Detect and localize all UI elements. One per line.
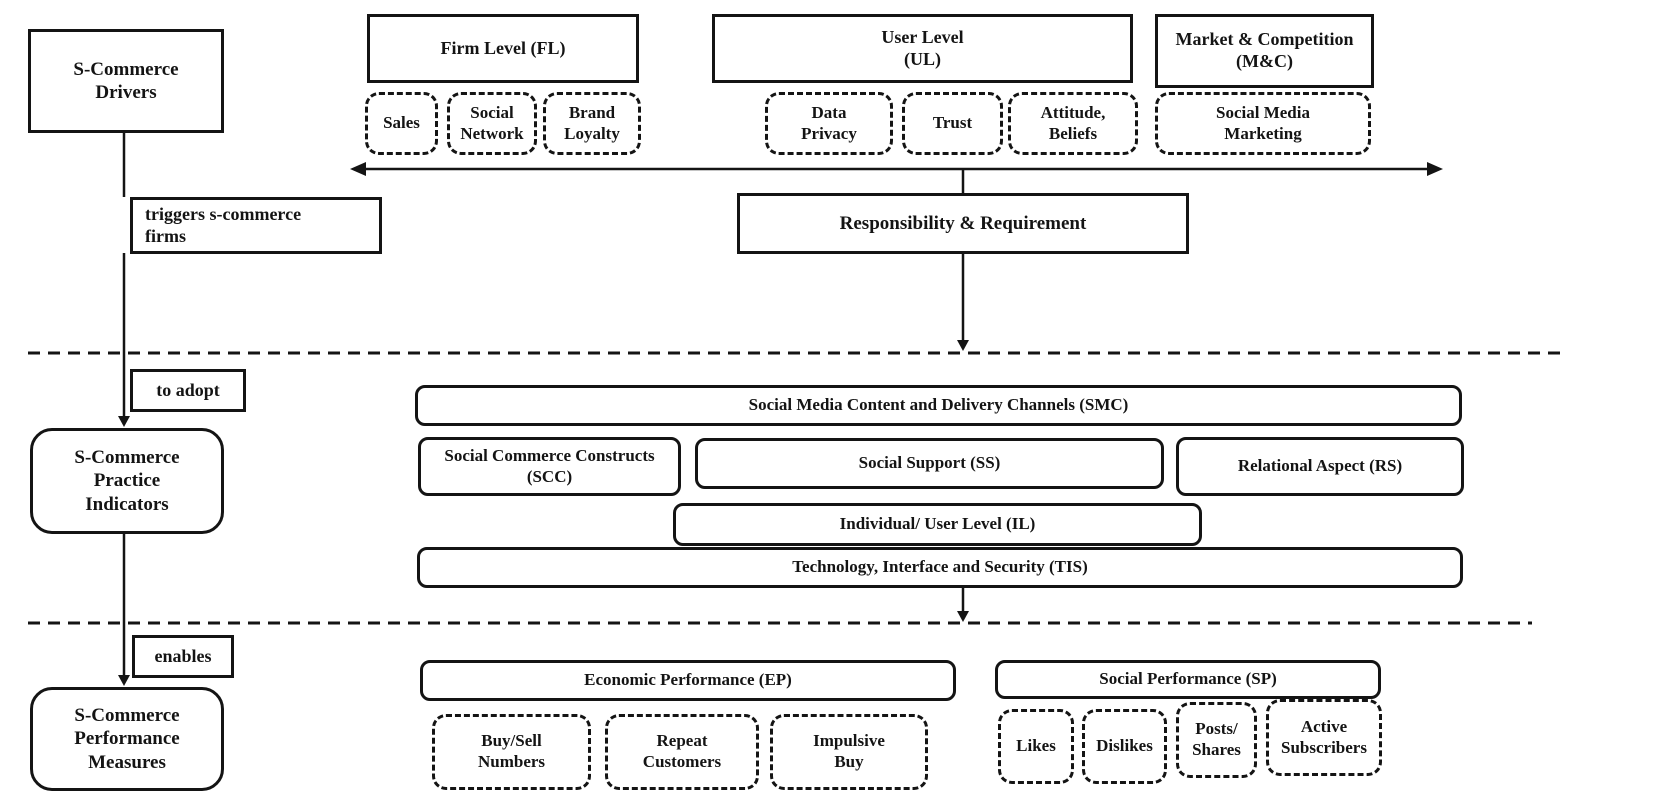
- buy-sell-numbers-item: Buy/Sell Numbers: [432, 714, 591, 790]
- social-support-box: Social Support (SS): [695, 438, 1164, 489]
- to-adopt-box: to adopt: [130, 369, 246, 412]
- s-commerce-practice-indicators-box: S-Commerce Practice Indicators: [30, 428, 224, 534]
- s-commerce-performance-measures-box: S-Commerce Performance Measures: [30, 687, 224, 791]
- dislikes-item: Dislikes: [1082, 709, 1167, 784]
- s-commerce-drivers-box: S-Commerce Drivers: [28, 29, 224, 133]
- triggers-s-commerce-firms-box: triggers s-commerce firms: [130, 197, 382, 254]
- brand-loyalty-item: Brand Loyalty: [543, 92, 641, 155]
- user-level-box: User Level (UL): [712, 14, 1133, 83]
- impulsive-buy-item: Impulsive Buy: [770, 714, 928, 790]
- arrowhead-left: [350, 162, 366, 176]
- sales-item: Sales: [365, 92, 438, 155]
- repeat-customers-item: Repeat Customers: [605, 714, 759, 790]
- economic-performance-box: Economic Performance (EP): [420, 660, 956, 701]
- trust-item: Trust: [902, 92, 1003, 155]
- posts-shares-item: Posts/ Shares: [1176, 702, 1257, 778]
- attitude-beliefs-item: Attitude, Beliefs: [1008, 92, 1138, 155]
- smc-box: Social Media Content and Delivery Channe…: [415, 385, 1462, 426]
- arrowhead-down: [957, 611, 969, 622]
- arrowhead-down: [118, 416, 130, 427]
- likes-item: Likes: [998, 709, 1074, 784]
- market-competition-box: Market & Competition (M&C): [1155, 14, 1374, 88]
- arrowhead-right: [1427, 162, 1443, 176]
- arrowhead-down: [957, 340, 969, 351]
- responsibility-requirement-box: Responsibility & Requirement: [737, 193, 1189, 254]
- enables-box: enables: [132, 635, 234, 678]
- scc-box: Social Commerce Constructs (SCC): [418, 437, 681, 496]
- firm-level-box: Firm Level (FL): [367, 14, 639, 83]
- active-subscribers-item: Active Subscribers: [1266, 699, 1382, 776]
- social-network-item: Social Network: [447, 92, 537, 155]
- tis-box: Technology, Interface and Security (TIS): [417, 547, 1463, 588]
- arrowhead-down: [118, 675, 130, 686]
- relational-aspect-box: Relational Aspect (RS): [1176, 437, 1464, 496]
- individual-user-level-box: Individual/ User Level (IL): [673, 503, 1202, 546]
- social-media-marketing-item: Social Media Marketing: [1155, 92, 1371, 155]
- social-performance-box: Social Performance (SP): [995, 660, 1381, 699]
- data-privacy-item: Data Privacy: [765, 92, 893, 155]
